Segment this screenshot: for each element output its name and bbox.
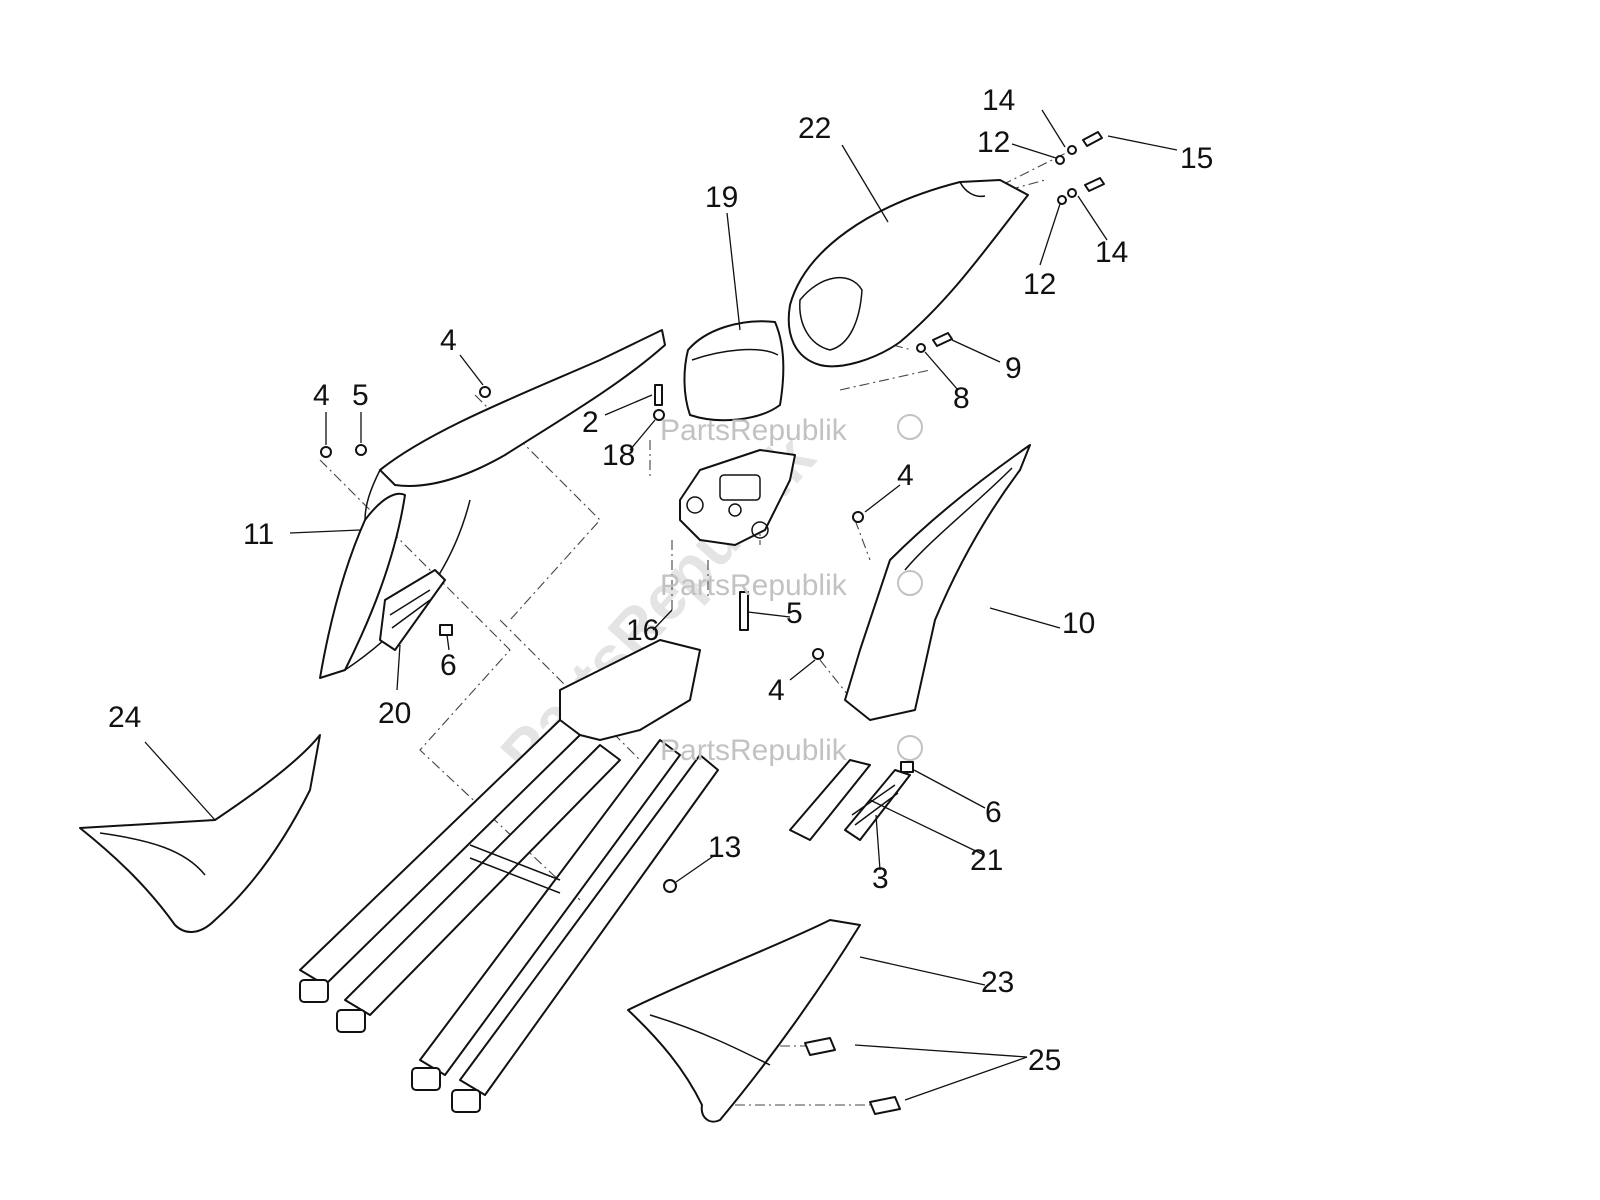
watermark-gear-icon xyxy=(897,570,923,596)
right-footrest xyxy=(789,759,911,841)
callout-15: 15 xyxy=(1180,142,1213,175)
callout-13: 13 xyxy=(708,831,741,864)
leader-lines xyxy=(144,109,1178,1101)
callout-16: 16 xyxy=(626,614,659,647)
fasteners xyxy=(320,131,1105,1115)
left-lower-cover xyxy=(79,734,321,933)
callout-4-left: 4 xyxy=(313,379,330,412)
callout-18: 18 xyxy=(602,439,635,472)
watermarks: PartsRepublik PartsRepublik PartsRepubli… xyxy=(660,414,923,767)
callout-12-top: 12 xyxy=(977,126,1010,159)
assembly-lines xyxy=(319,151,1069,1106)
callout-23: 23 xyxy=(981,966,1014,999)
pillion-seat xyxy=(683,320,785,422)
callout-14-lower: 14 xyxy=(1095,236,1128,269)
rear-tail-cover xyxy=(787,179,1029,368)
callout-9: 9 xyxy=(1005,352,1022,385)
callout-10: 10 xyxy=(1062,607,1095,640)
watermark-gear-icon xyxy=(897,414,923,440)
callout-3: 3 xyxy=(872,862,889,895)
callout-25: 25 xyxy=(1028,1044,1061,1077)
callout-14-top: 14 xyxy=(982,84,1015,117)
watermark-gear-icon xyxy=(897,735,923,761)
callout-4-right: 4 xyxy=(897,459,914,492)
watermark-1: PartsRepublik xyxy=(660,414,848,447)
right-lower-cover xyxy=(627,919,861,1123)
callout-6-right: 6 xyxy=(985,796,1002,829)
callout-4-left-upper: 4 xyxy=(440,324,457,357)
seat-latch-bracket xyxy=(679,449,796,546)
callout-labels: 14 12 15 22 19 14 12 4 4 5 9 2 8 18 11 4… xyxy=(108,84,1213,1077)
callout-20: 20 xyxy=(378,697,411,730)
callout-19: 19 xyxy=(705,181,738,214)
callout-5-center: 5 xyxy=(786,597,803,630)
callout-2: 2 xyxy=(582,406,599,439)
callout-5-left: 5 xyxy=(352,379,369,412)
left-footrest xyxy=(379,569,446,651)
callout-4-center: 4 xyxy=(768,674,785,707)
callout-22: 22 xyxy=(798,112,831,145)
callout-8: 8 xyxy=(953,382,970,415)
right-side-fairing xyxy=(844,444,1031,721)
callout-21: 21 xyxy=(970,844,1003,877)
callout-11: 11 xyxy=(243,518,274,551)
watermark-2: PartsRepublik xyxy=(660,569,848,602)
callout-12-lower: 12 xyxy=(1023,268,1056,301)
rear-subframe xyxy=(299,639,719,1113)
callout-24: 24 xyxy=(108,701,141,734)
callout-6-left: 6 xyxy=(440,649,457,682)
watermark-3: PartsRepublik xyxy=(660,734,848,767)
